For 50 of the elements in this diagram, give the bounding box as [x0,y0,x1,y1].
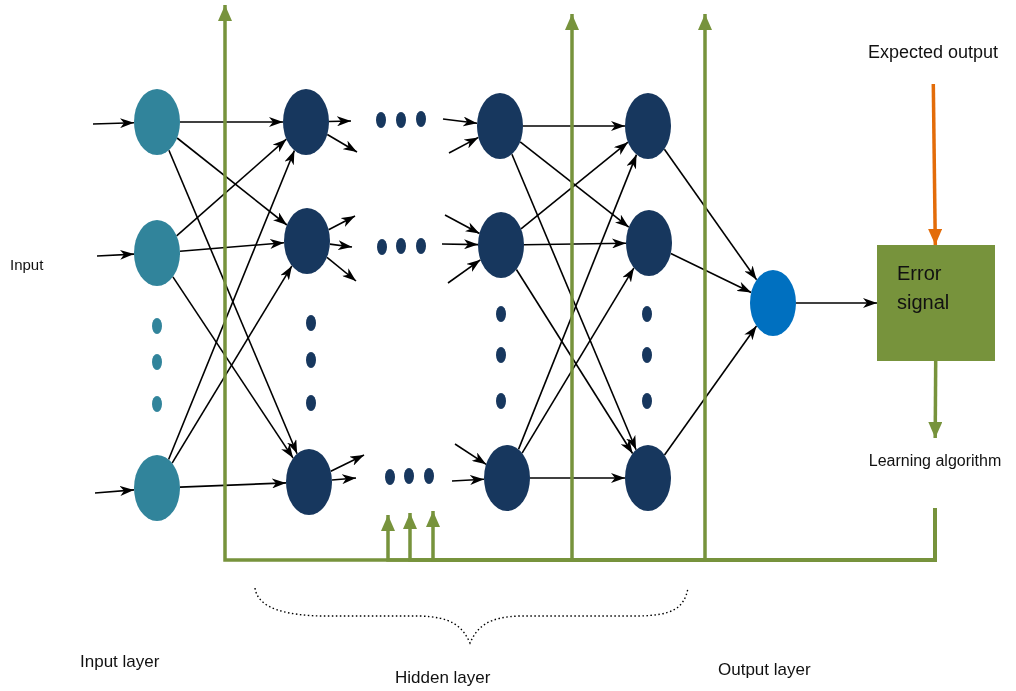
neuron-circle [134,455,180,521]
arrow [522,121,626,131]
label-text: Output layer [718,660,811,680]
arrow [454,443,487,466]
arrow [326,256,357,282]
arrow [179,478,287,489]
arrow [698,14,937,562]
neuron-circle [284,208,330,274]
arrow [179,238,285,252]
arrow [663,325,758,456]
arrow [326,133,358,153]
arrow [447,259,482,284]
arrow [928,83,943,246]
neuron-circle [134,220,180,286]
neuron-circle [484,445,530,511]
arrow [94,486,135,496]
arrow [330,454,365,473]
node-text: Expected output [838,28,1016,84]
arrow [329,240,353,251]
label-text: Hidden layer [395,668,491,688]
neuron-circle [134,89,180,155]
neuron-circle [477,93,523,159]
arrow [928,361,943,438]
arrow [328,116,352,127]
arrow [327,215,356,231]
arrow [448,136,480,154]
arrow [523,238,627,249]
arrow [670,252,752,294]
arrow [444,214,481,235]
neuron-circle [626,210,672,276]
neuron-circle [478,212,524,278]
label-text: Input [10,256,44,273]
arrow [529,473,626,483]
arrow [795,298,878,308]
arrow [441,239,479,250]
neuron-circle [283,89,329,155]
arrow [92,118,135,129]
neuron-circle [286,449,332,515]
label-text: Input layer [80,652,160,672]
arrow [451,475,485,486]
arrow [331,474,357,485]
arrow [179,117,284,127]
process-box: Error signal [877,245,995,361]
arrow [96,249,135,260]
neuron-circle [625,445,671,511]
arrow [442,116,478,127]
node-text: Learning algorithm [835,438,1016,508]
neuron-circle [750,270,796,336]
arrow [663,148,758,281]
neuron-circle [625,93,671,159]
